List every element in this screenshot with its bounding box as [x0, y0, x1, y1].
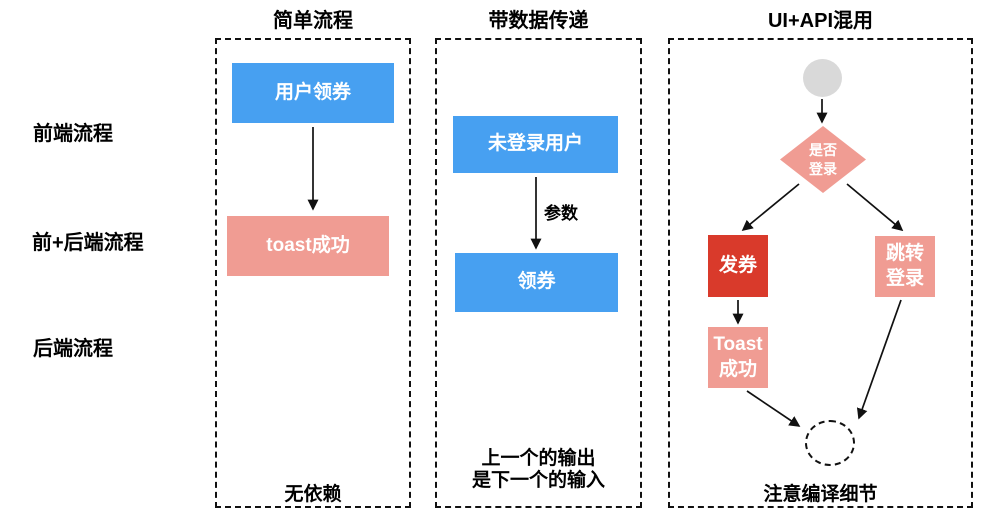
- node-not-logged-in-user: 未登录用户: [453, 116, 618, 173]
- node-jump-to-login: 跳转 登录: [875, 236, 935, 297]
- node-issue-coupon-label: 发券: [718, 254, 757, 276]
- row-label-frontend-flow: 前端流程: [33, 123, 113, 145]
- start-circle: [803, 59, 842, 97]
- edge-label-params: 参数: [544, 204, 578, 223]
- node-toast-success: toast成功: [227, 216, 389, 276]
- node-toast-success-mixed-line1: Toast: [713, 333, 763, 355]
- node-toast-success-mixed: Toast 成功: [708, 327, 768, 388]
- row-label-backend-flow: 后端流程: [33, 338, 113, 360]
- end-circle-dashed: [805, 420, 855, 466]
- panel-title-data-passing: 带数据传递: [488, 10, 589, 32]
- node-user-claim-coupon-label: 用户领券: [274, 81, 351, 103]
- node-toast-success-mixed-line2: 成功: [718, 358, 757, 380]
- node-jump-to-login-line1: 跳转: [885, 242, 924, 264]
- node-not-logged-in-user-label: 未登录用户: [487, 133, 583, 155]
- row-label-front-backend-flow: 前+后端流程: [32, 232, 144, 254]
- footer-output-input: 上一个的输出 是下一个的输入: [435, 448, 642, 492]
- panel-data-passing: [435, 38, 642, 508]
- footer-compile-details: 注意编译细节: [763, 484, 878, 505]
- node-toast-success-label: toast成功: [266, 234, 350, 256]
- footer-output-input-line2: 是下一个的输入: [471, 470, 605, 491]
- node-claim-coupon: 领券: [455, 253, 618, 312]
- decision-login-line1: 是否: [809, 141, 837, 158]
- footer-no-dependency: 无依赖: [284, 484, 342, 505]
- node-jump-to-login-line2: 登录: [885, 267, 924, 289]
- node-issue-coupon: 发券: [708, 235, 768, 297]
- panel-ui-api-mixed: [668, 38, 973, 508]
- panel-simple-flow: [215, 38, 411, 508]
- panel-title-ui-api-mixed: UI+API混用: [767, 10, 874, 32]
- node-user-claim-coupon: 用户领券: [232, 63, 394, 123]
- panel-title-simple-flow: 简单流程: [273, 10, 353, 32]
- node-claim-coupon-label: 领券: [517, 271, 556, 293]
- footer-output-input-line1: 上一个的输出: [481, 448, 596, 469]
- decision-login-line2: 登录: [809, 160, 837, 177]
